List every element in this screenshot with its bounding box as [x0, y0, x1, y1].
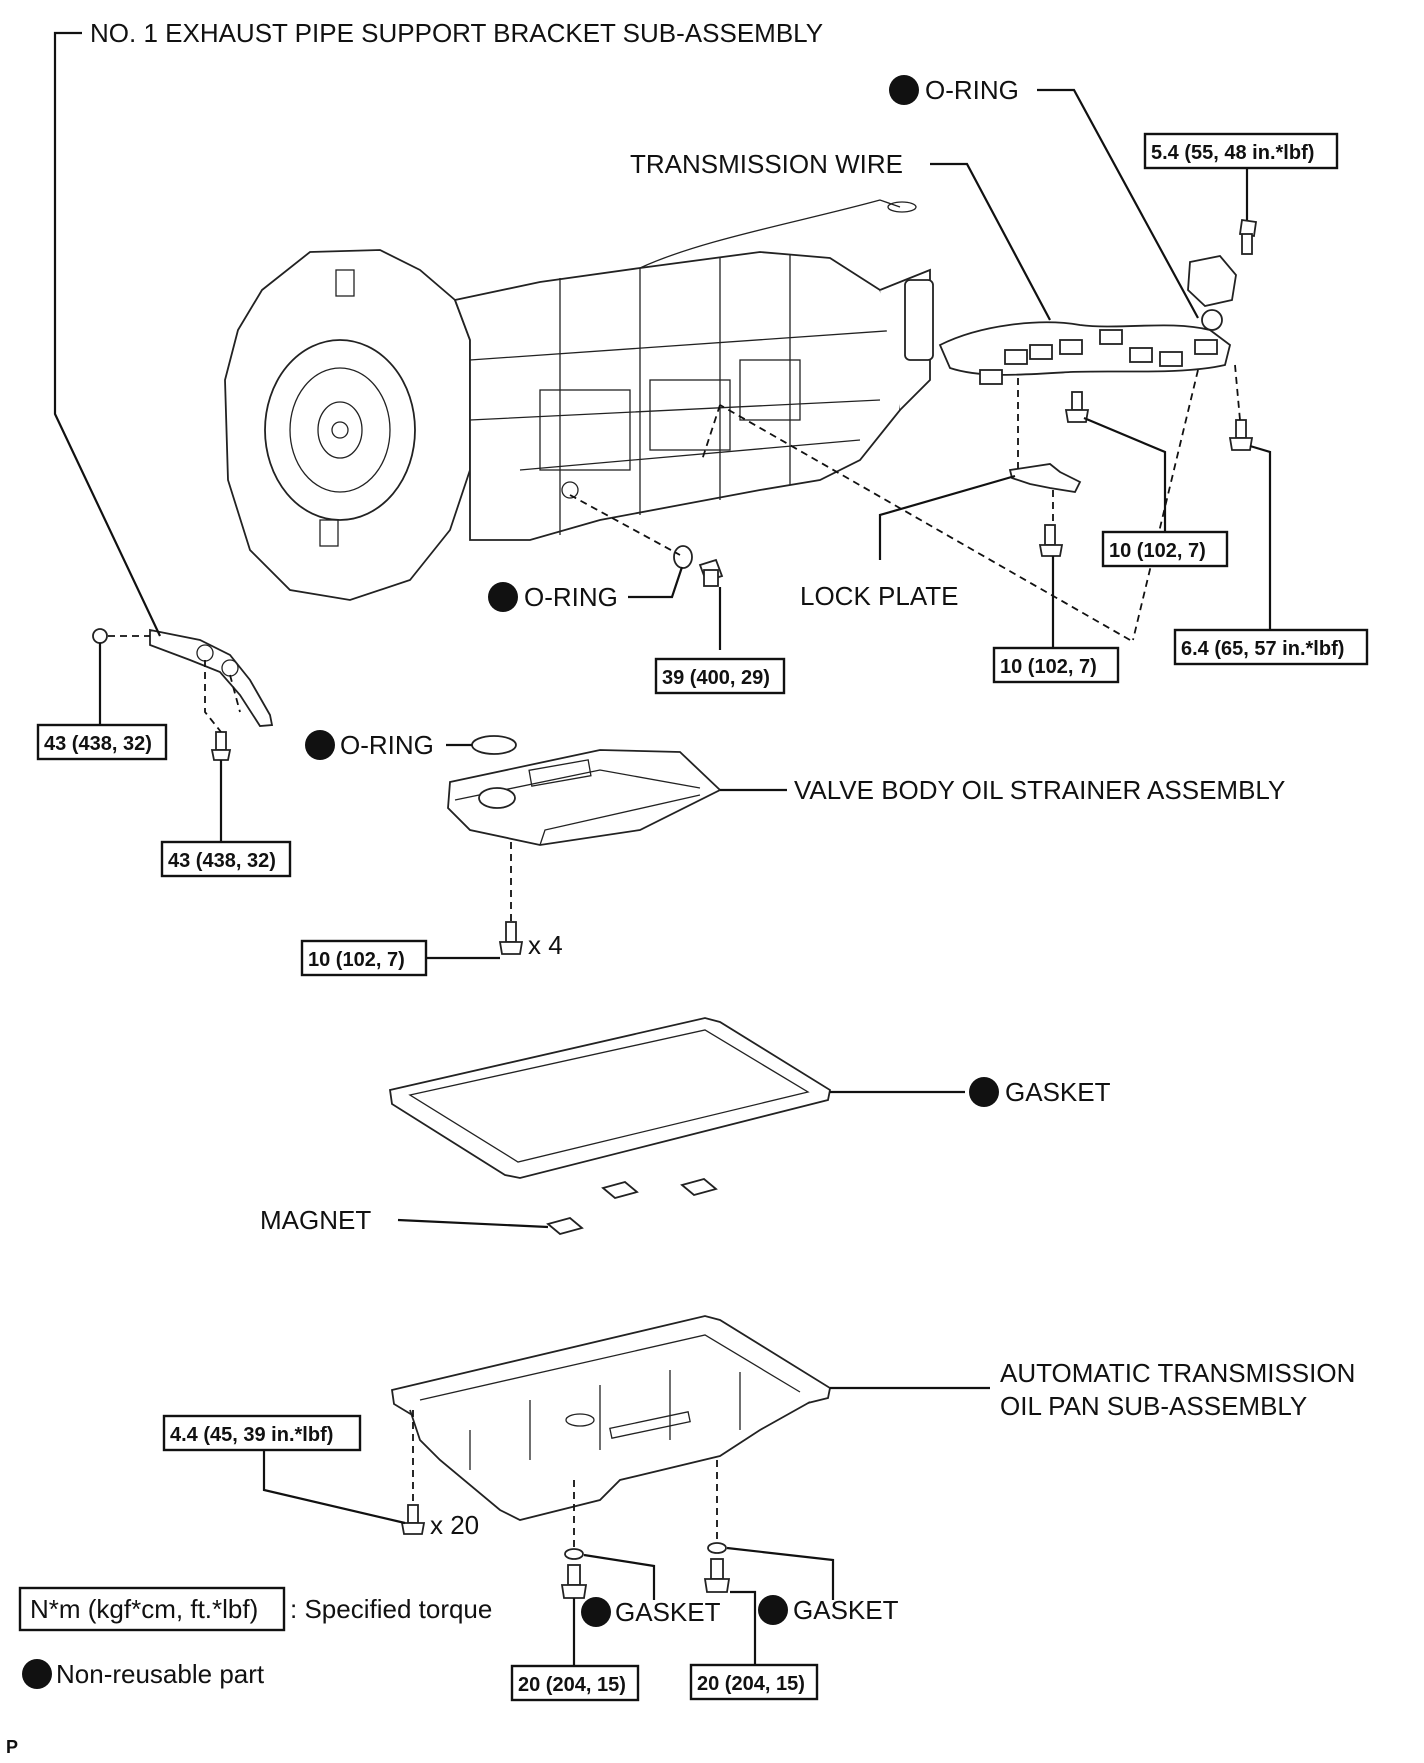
torque-lock-plate-bolt: 10 (102, 7): [1000, 656, 1097, 678]
drain-plug-2: [703, 1542, 731, 1593]
torque-drain-plug-1: 20 (204, 15): [518, 1674, 626, 1696]
drain-plug-1: [560, 1548, 588, 1599]
torque-drain-plug-2: 20 (204, 15): [697, 1673, 805, 1695]
label-oil-pan-line1: AUTOMATIC TRANSMISSION: [1000, 1358, 1355, 1388]
oil-pan-bolt: [400, 1504, 426, 1535]
transmission-wire: [938, 218, 1258, 385]
label-gasket-pan: GASKET: [1005, 1077, 1111, 1107]
torque-wire-bracket-bolt: 5.4 (55, 48 in.*lbf): [1151, 142, 1314, 164]
lock-plate: [1008, 463, 1082, 493]
label-strainer-qty: x 4: [528, 930, 563, 960]
label-oil-pan-line2: OIL PAN SUB-ASSEMBLY: [1000, 1391, 1307, 1421]
label-gasket-drain2: GASKET: [793, 1595, 899, 1625]
strainer-oring: [471, 735, 517, 755]
dashed-assembly-lines: [108, 364, 1241, 1549]
torque-bracket-nut: 43 (438, 32): [44, 733, 152, 755]
transmission-assembly: [224, 199, 934, 601]
nonreusable-marker-oring-strainer: [305, 730, 335, 760]
torque-strainer-bolt: 10 (102, 7): [308, 949, 405, 971]
label-exhaust-bracket: NO. 1 EXHAUST PIPE SUPPORT BRACKET SUB-A…: [90, 18, 823, 48]
label-valve-body-strainer: VALVE BODY OIL STRAINER ASSEMBLY: [794, 775, 1285, 805]
legend-torque-format: N*m (kgf*cm, ft.*lbf): [30, 1594, 258, 1624]
legend-torque-box: [18, 1586, 286, 1632]
torque-bracket-bolt: 43 (438, 32): [168, 850, 276, 872]
nonreusable-marker-gasket-pan: [969, 1077, 999, 1107]
torque-wire-bolt-upper: 10 (102, 7): [1109, 540, 1206, 562]
legend-torque-text: : Specified torque: [290, 1594, 492, 1624]
torque-plug-bolt: 39 (400, 29): [662, 667, 770, 689]
lock-plate-bolt: [1038, 524, 1064, 557]
legend: N*m (kgf*cm, ft.*lbf) : Specified torque…: [18, 1586, 492, 1689]
label-lock-plate: LOCK PLATE: [800, 581, 958, 611]
nonreusable-marker-oring-top: [889, 75, 919, 105]
nonreusable-marker-gasket-drain1: [581, 1597, 611, 1627]
label-oring-mid: O-RING: [524, 582, 618, 612]
legend-nonreusable-text: Non-reusable part: [56, 1659, 265, 1689]
oil-pan: [390, 1315, 832, 1521]
footer-code: P: [6, 1737, 18, 1757]
torque-wire-bolt-right: 6.4 (65, 57 in.*lbf): [1181, 638, 1344, 660]
oil-pan-gasket: [388, 1017, 832, 1179]
valve-body-oil-strainer: [447, 735, 722, 846]
torque-pan-bolt: 4.4 (45, 39 in.*lbf): [170, 1424, 333, 1446]
nonreusable-marker-gasket-drain2: [758, 1595, 788, 1625]
drain-plug-oring-assembly: [673, 545, 724, 587]
strainer-bolt: [498, 921, 524, 955]
label-magnet: MAGNET: [260, 1205, 371, 1235]
legend-nonreusable-marker: [22, 1659, 52, 1689]
label-transmission-wire: TRANSMISSION WIRE: [630, 149, 903, 179]
label-oring-strainer: O-RING: [340, 730, 434, 760]
part-labels: NO. 1 EXHAUST PIPE SUPPORT BRACKET SUB-A…: [90, 18, 1355, 1627]
nonreusable-marker-oring-mid: [488, 582, 518, 612]
label-pan-bolt-qty: x 20: [430, 1510, 479, 1540]
label-gasket-drain1: GASKET: [615, 1597, 721, 1627]
magnets: [546, 1178, 718, 1235]
wire-bolt-right: [1228, 419, 1254, 451]
wire-bolt-center: [1064, 391, 1090, 423]
leader-lines: [53, 31, 1272, 1666]
torque-specs: 5.4 (55, 48 in.*lbf) 10 (102, 7) 6.4 (65…: [36, 132, 1369, 1702]
label-oring-top: O-RING: [925, 75, 1019, 105]
